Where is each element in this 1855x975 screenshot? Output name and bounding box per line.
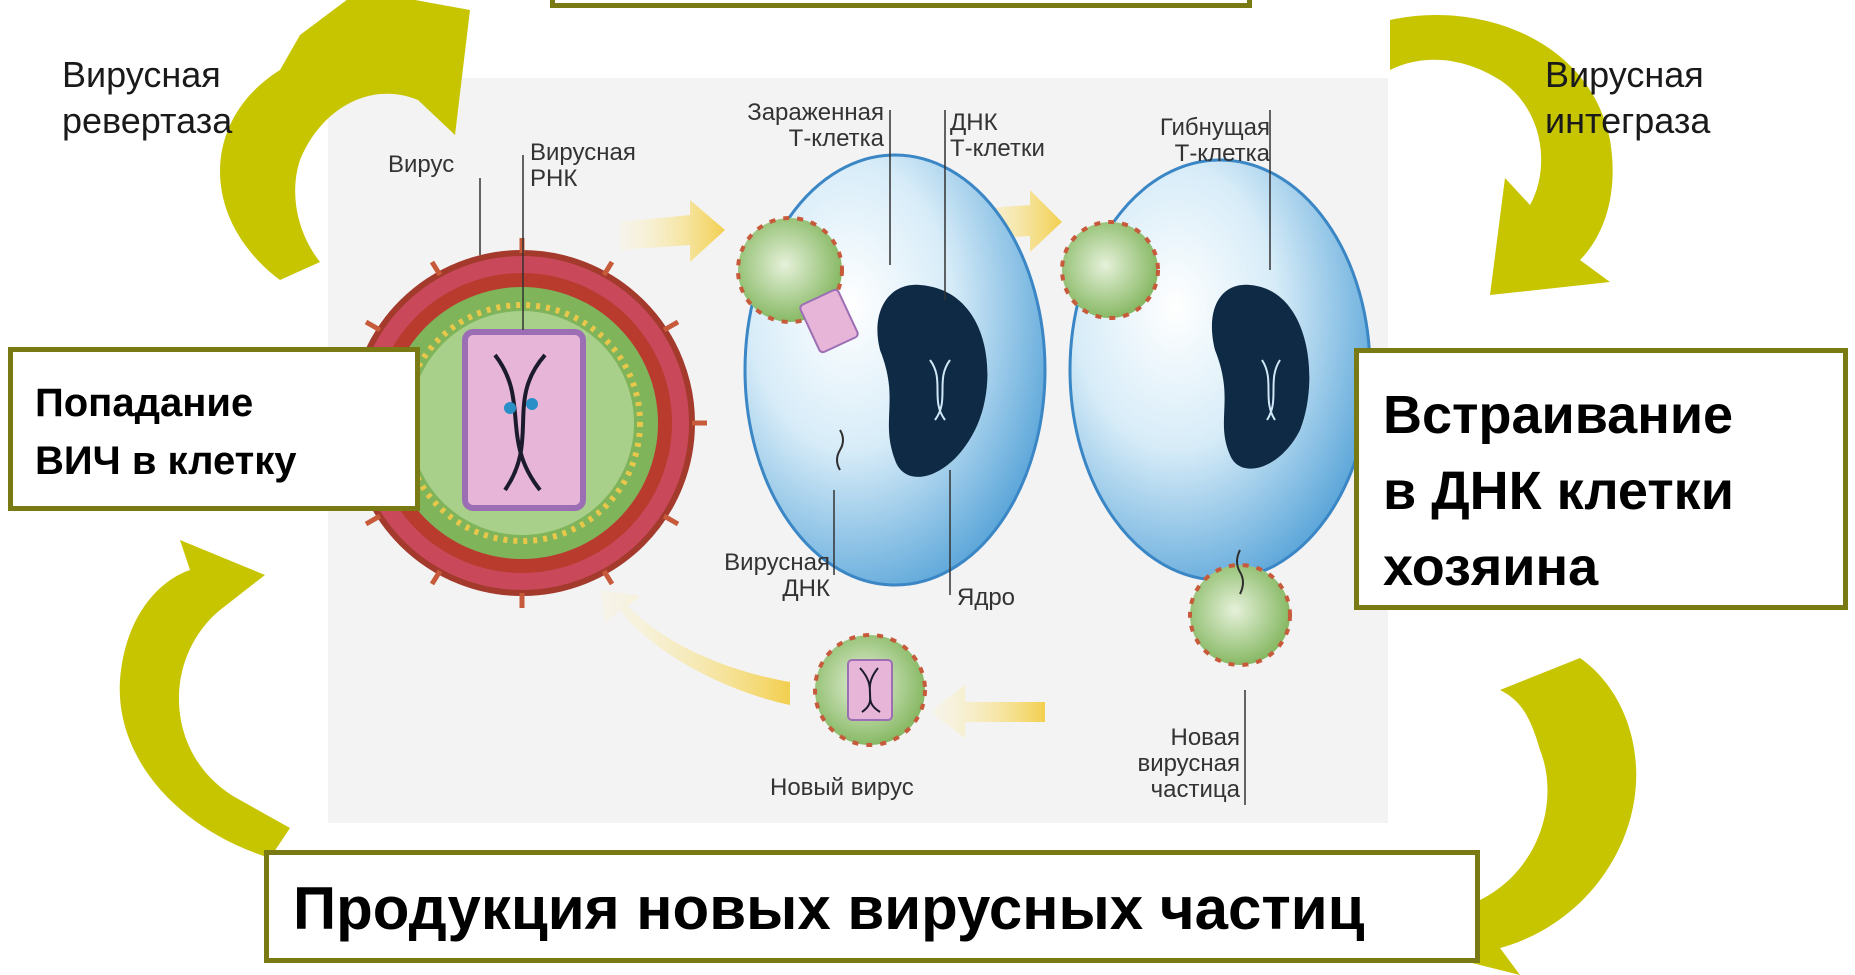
label-virus: Вирус: [388, 152, 454, 178]
stage-text-production: Продукция новых вирусных частиц: [293, 873, 1475, 945]
new-virus: [815, 635, 925, 745]
stage-text-entry: Попадание ВИЧ в клетку: [35, 374, 415, 490]
label-viral-dna: Вирусная ДНК: [690, 550, 830, 602]
label-new-virus: Новый вирус: [770, 775, 914, 801]
stage-box-production: Продукция новых вирусных частиц: [264, 850, 1480, 963]
enzyme-reverse-transcriptase: Вирусная ревертаза: [62, 52, 232, 144]
label-nucleus: Ядро: [957, 585, 1015, 611]
label-dying-t-cell: Гибнущая Т-клетка: [1120, 115, 1270, 167]
top-stage-box: [550, 0, 1252, 8]
stage-box-entry: Попадание ВИЧ в клетку: [8, 347, 420, 511]
label-new-viral-particle: Новая вирусная частица: [1100, 725, 1240, 803]
stage-box-integration: Встраивание в ДНК клетки хозяина: [1354, 348, 1848, 610]
stage-text-integration: Встраивание в ДНК клетки хозяина: [1383, 377, 1843, 605]
label-t-cell-dna: ДНК Т-клетки: [950, 110, 1045, 162]
label-viral-rna: Вирусная РНК: [530, 140, 636, 192]
label-infected-t-cell: Зараженная Т-клетка: [714, 100, 884, 152]
enzyme-integrase: Вирусная интеграза: [1545, 52, 1710, 144]
cycle-arrow-bottom-left: [120, 540, 290, 858]
